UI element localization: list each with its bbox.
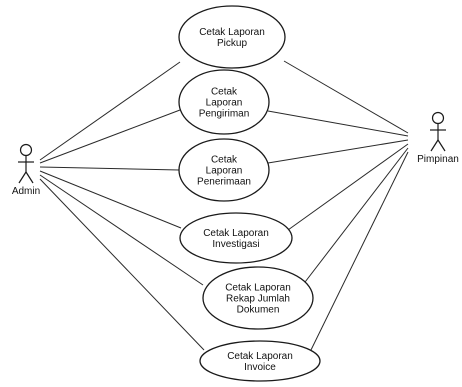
- association-admin-uc3: [39, 166, 180, 171]
- association-pimpinan-uc6: [309, 151, 409, 353]
- use-case-ellipse[interactable]: [179, 212, 293, 264]
- use-case-label-line: Pickup: [217, 38, 247, 49]
- association-pimpinan-uc1: [283, 60, 409, 134]
- use-case-ellipse[interactable]: [178, 5, 286, 69]
- use-case-label-line: Invoice: [244, 362, 276, 373]
- association-admin-uc1: [39, 61, 181, 161]
- use-case-ellipse[interactable]: [178, 69, 270, 135]
- use-case-ellipse[interactable]: [199, 340, 321, 382]
- use-case-label-line: Pengiriman: [199, 109, 250, 120]
- actor-stick-figure-icon: [18, 143, 34, 184]
- association-pimpinan-uc2: [267, 110, 409, 137]
- association-admin-uc6: [39, 178, 205, 351]
- use-case-label-line: Cetak Laporan: [203, 228, 269, 239]
- actor-label: Admin: [12, 186, 40, 197]
- association-admin-uc2: [39, 109, 181, 164]
- use-case-label-line: Cetak Laporan: [227, 351, 293, 362]
- actor-label: Pimpinan: [417, 154, 459, 165]
- use-case-label-line: Laporan: [206, 98, 243, 109]
- use-case-label-line: Investigasi: [212, 239, 259, 250]
- actor-pimpinan[interactable]: Pimpinan: [417, 111, 459, 166]
- use-case-label-line: Cetak: [211, 87, 238, 98]
- use-case-label-line: Dokumen: [237, 305, 280, 316]
- use-case-label-line: Cetak Laporan: [225, 283, 291, 294]
- association-admin-uc4: [39, 170, 182, 229]
- use-case-label-line: Rekap Jumlah: [226, 294, 290, 305]
- association-admin-uc5: [39, 174, 204, 286]
- association-pimpinan-uc5: [301, 147, 409, 287]
- association-pimpinan-uc3: [267, 139, 409, 164]
- use-case-ellipse[interactable]: [202, 266, 314, 330]
- actor-stick-figure-icon: [430, 111, 446, 152]
- use-case-label-line: Penerimaan: [197, 177, 251, 188]
- actor-admin[interactable]: Admin: [12, 143, 40, 198]
- actors-layer: Admin Pimpinan: [12, 111, 459, 198]
- association-pimpinan-uc4: [287, 143, 409, 231]
- use-case-label-line: Cetak Laporan: [199, 27, 265, 38]
- associations-layer: [39, 60, 409, 353]
- use-case-label-line: Cetak: [211, 155, 238, 166]
- use-cases-layer: Cetak LaporanPickupCetakLaporanPengirima…: [178, 5, 321, 382]
- use-case-label-line: Laporan: [206, 166, 243, 177]
- use-case-ellipse[interactable]: [178, 138, 270, 202]
